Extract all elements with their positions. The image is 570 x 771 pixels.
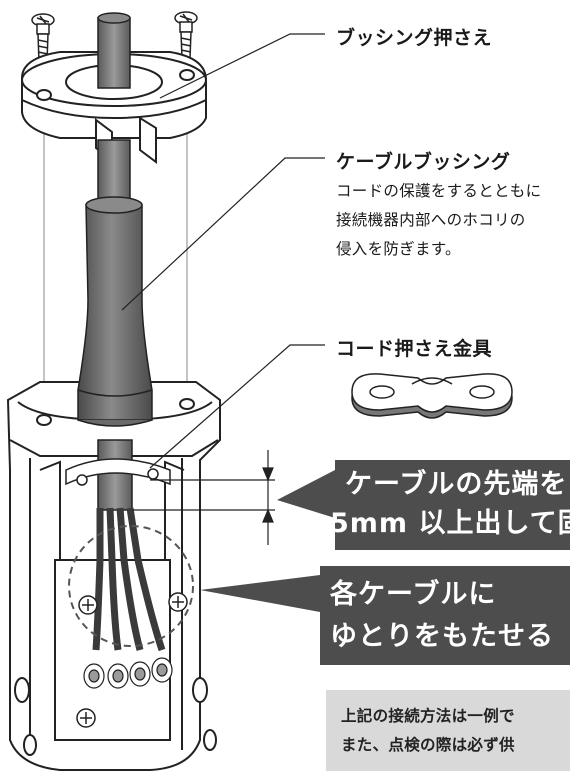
callout-cable-slack-line-2: ゆとりをもたせる xyxy=(330,621,554,652)
label-cable-bushing-desc-1: コードの保護をするとともに xyxy=(336,182,542,200)
callout-cable-slack-line-1: 各ケーブルに xyxy=(330,579,497,610)
note-line-1: 上記の接続方法は一例で xyxy=(341,707,515,725)
cord-middle xyxy=(97,139,131,201)
label-bushing-retainer: ブッシング押さえ xyxy=(336,27,493,49)
label-cable-bushing-desc-3: 侵入を防ぎます。 xyxy=(336,240,461,258)
cable-bushing xyxy=(77,196,153,427)
cord-top xyxy=(97,17,131,89)
callout-cable-tip-line-1: ケーブルの先端を xyxy=(345,469,568,500)
label-cable-bushing-desc-2: 接続機器内部へのホコリの xyxy=(336,211,526,229)
leader-lines xyxy=(121,33,325,469)
label-cable-bushing: ケーブルブッシング xyxy=(336,151,511,173)
label-cord-clamp: コード押さえ金具 xyxy=(336,338,493,360)
cord-clamp-installed xyxy=(65,439,171,511)
slack-highlight-circle xyxy=(68,525,194,647)
callout-cable-slack-banner xyxy=(200,566,570,665)
note-box xyxy=(326,690,570,771)
cord-clamp-part-icon xyxy=(351,373,513,419)
terminal-screw-icons xyxy=(76,592,188,728)
note-line-2: また、点検の際は必ず供 xyxy=(341,736,515,754)
cable-wires xyxy=(83,507,173,689)
dimension-marker xyxy=(132,450,275,545)
callout-cable-tip-banner xyxy=(277,460,570,550)
callout-cable-tip-line-2: 5mm 以上出して固 xyxy=(330,508,570,539)
